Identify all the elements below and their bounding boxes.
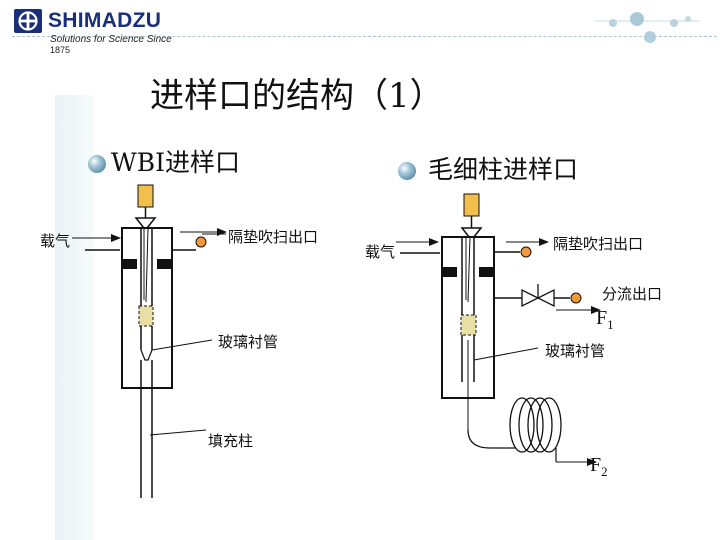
right-septum-purge-label: 隔垫吹扫出口 bbox=[553, 235, 644, 253]
wbi-injector bbox=[72, 184, 227, 498]
left-glass-liner-label: 玻璃衬管 bbox=[218, 333, 279, 351]
septum-head-right bbox=[463, 193, 480, 217]
sphere-bullet-icon bbox=[88, 155, 106, 173]
sphere-bullet-icon bbox=[398, 162, 416, 180]
left-carrier-gas-label: 载气 bbox=[40, 232, 71, 250]
capillary-injector bbox=[396, 193, 601, 466]
split-outlet-dot bbox=[570, 292, 582, 304]
right-glass-liner-label: 玻璃衬管 bbox=[545, 342, 606, 360]
decorative-stripe bbox=[55, 95, 93, 540]
septum-head-left bbox=[137, 184, 154, 208]
needle-valve-icon bbox=[521, 288, 540, 308]
right-carrier-gas-label: 载气 bbox=[365, 243, 396, 261]
glass-wool-right bbox=[460, 314, 477, 336]
brand-name: SHIMADZU bbox=[48, 9, 162, 32]
brand-tagline: Solutions for Science Since bbox=[50, 34, 172, 45]
left-septum-purge-label: 隔垫吹扫出口 bbox=[228, 228, 319, 246]
packed-column-label: 填充柱 bbox=[208, 432, 254, 450]
split-outlet-label: 分流出口 bbox=[602, 285, 663, 303]
septum-purge-outlet-right bbox=[520, 246, 532, 258]
septum-purge-outlet-left bbox=[195, 236, 207, 248]
glass-wool-left bbox=[138, 305, 154, 327]
header-divider bbox=[12, 36, 717, 37]
capillary-heading: 毛细柱进样口 bbox=[428, 155, 579, 184]
wbi-heading: WBI进样口 bbox=[111, 148, 240, 177]
f2-label: F2 bbox=[590, 454, 608, 479]
page-title: 进样口的结构（1） bbox=[150, 76, 444, 116]
capillary-coil-icon bbox=[509, 397, 562, 453]
brand-year: 1875 bbox=[50, 45, 71, 55]
f1-label: F1 bbox=[596, 307, 614, 332]
shimadzu-logo-icon bbox=[14, 9, 42, 33]
